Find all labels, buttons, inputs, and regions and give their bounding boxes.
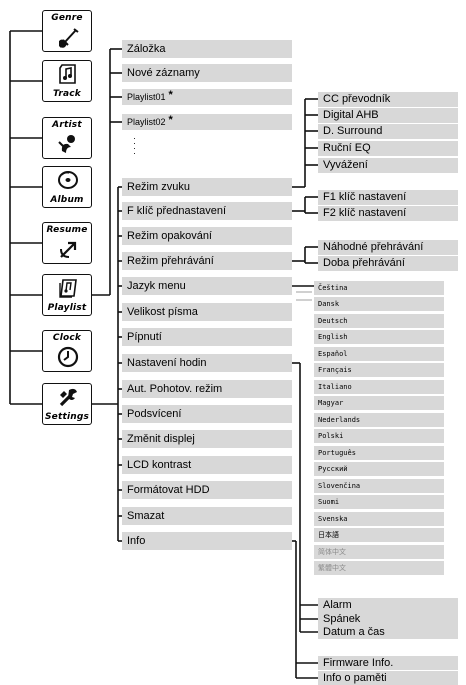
language-chinese-traditional[interactable]: 繁體中文 — [314, 561, 444, 575]
menu-item-sleep[interactable]: Spánek — [318, 612, 458, 626]
menu-item-clock-settings[interactable]: Nastavení hodin — [122, 354, 292, 372]
menu-item-memory-info[interactable]: Info o paměti — [318, 671, 458, 685]
language-czech[interactable]: Čeština — [314, 281, 444, 295]
menu-item-f1-key[interactable]: F1 klíč nastavení — [318, 190, 458, 205]
guitar-icon — [59, 28, 79, 48]
playlist-icon — [59, 279, 77, 298]
menu-item-play-time[interactable]: Doba přehrávání — [318, 256, 458, 271]
language-finnish[interactable]: Suomi — [314, 495, 444, 509]
menu-item-menu-language[interactable]: Jazyk menu — [122, 277, 292, 295]
menu-item-f2-key[interactable]: F2 klíč nastavení — [318, 206, 458, 221]
language-spanish[interactable]: Español — [314, 347, 444, 361]
language-russian[interactable]: Русский — [314, 462, 444, 476]
menu-item-alarm[interactable]: Alarm — [318, 598, 458, 612]
menu-item-balance[interactable]: Vyvážení — [318, 158, 458, 173]
language-japanese[interactable]: 日本語 — [314, 528, 444, 542]
language-french[interactable]: Français — [314, 363, 444, 377]
menu-item-backlight[interactable]: Podsvícení — [122, 405, 292, 423]
menu-item-firmware-info[interactable]: Firmware Info. — [318, 656, 458, 670]
language-portuguese[interactable]: Português — [314, 446, 444, 460]
menu-item-font-size[interactable]: Velikost písma — [122, 303, 292, 321]
menu-item-info[interactable]: Info — [122, 532, 292, 550]
language-hungarian[interactable]: Magyar — [314, 396, 444, 410]
menu-item-new-recordings[interactable]: Nové záznamy — [122, 64, 292, 82]
genre-button[interactable]: Genre — [42, 10, 92, 52]
resume-icon — [60, 241, 77, 258]
resume-button[interactable]: Resume — [42, 222, 92, 264]
continuation-dots: ···· — [133, 133, 136, 158]
note-page-icon — [59, 64, 76, 84]
language-danish[interactable]: Dansk — [314, 297, 444, 311]
menu-item-playlist01[interactable]: Playlist01* — [122, 89, 292, 105]
clock-label: Clock — [52, 333, 82, 343]
menu-item-fkey-preset[interactable]: F klíč přednastavení — [122, 202, 292, 220]
clock-icon — [57, 346, 79, 368]
menu-item-format-hdd[interactable]: Formátovat HDD — [122, 481, 292, 499]
playlist-label: Playlist — [47, 303, 87, 313]
singer-icon — [58, 135, 75, 153]
menu-item-lcd-contrast[interactable]: LCD kontrast — [122, 456, 292, 474]
asterisk-mark: * — [168, 114, 173, 126]
menu-item-play-mode[interactable]: Režim přehrávání — [122, 252, 292, 270]
language-dutch[interactable]: Nederlands — [314, 413, 444, 427]
menu-item-bookmark[interactable]: Záložka — [122, 40, 292, 58]
language-slovak[interactable]: Slovenčina — [314, 479, 444, 493]
menu-item-repeat-mode[interactable]: Režim opakování — [122, 227, 292, 245]
menu-item-playlist02[interactable]: Playlist02* — [122, 114, 292, 130]
menu-item-cc-converter[interactable]: CC převodník — [318, 92, 458, 107]
language-german[interactable]: Deutsch — [314, 314, 444, 328]
playlist-button[interactable]: Playlist — [42, 274, 92, 316]
disc-icon — [58, 171, 78, 189]
menu-item-change-display[interactable]: Změnit displej — [122, 430, 292, 448]
playlist02-label: Playlist02 — [127, 117, 166, 127]
settings-label: Settings — [44, 412, 90, 422]
artist-button[interactable]: Artist — [42, 117, 92, 159]
language-swedish[interactable]: Svenska — [314, 512, 444, 526]
menu-item-date-time[interactable]: Datum a čas — [318, 625, 458, 639]
menu-item-d-surround[interactable]: D. Surround — [318, 124, 458, 139]
menu-item-manual-eq[interactable]: Ruční EQ — [318, 141, 458, 156]
album-button[interactable]: Album — [42, 166, 92, 208]
asterisk-mark: * — [168, 89, 173, 101]
menu-item-digital-ahb[interactable]: Digital AHB — [318, 108, 458, 123]
language-chinese-simplified[interactable]: 简体中文 — [314, 545, 444, 559]
track-button[interactable]: Track — [42, 60, 92, 102]
clock-button[interactable]: Clock — [42, 330, 92, 372]
language-english[interactable]: English — [314, 330, 444, 344]
album-label: Album — [50, 195, 84, 205]
settings-button[interactable]: Settings — [42, 383, 92, 425]
track-label: Track — [53, 89, 81, 99]
playlist01-label: Playlist01 — [127, 92, 166, 102]
menu-item-delete[interactable]: Smazat — [122, 507, 292, 525]
resume-label: Resume — [46, 225, 88, 235]
menu-item-shuffle[interactable]: Náhodné přehrávání — [318, 240, 458, 255]
language-italian[interactable]: Italiano — [314, 380, 444, 394]
language-polish[interactable]: Polski — [314, 429, 444, 443]
menu-item-sound-mode[interactable]: Režim zvuku — [122, 178, 292, 196]
artist-label: Artist — [52, 120, 82, 130]
menu-item-auto-standby[interactable]: Aut. Pohotov. režim — [122, 380, 292, 398]
menu-item-beep[interactable]: Pípnutí — [122, 328, 292, 346]
wrench-icon — [59, 388, 77, 407]
genre-label: Genre — [51, 13, 83, 23]
